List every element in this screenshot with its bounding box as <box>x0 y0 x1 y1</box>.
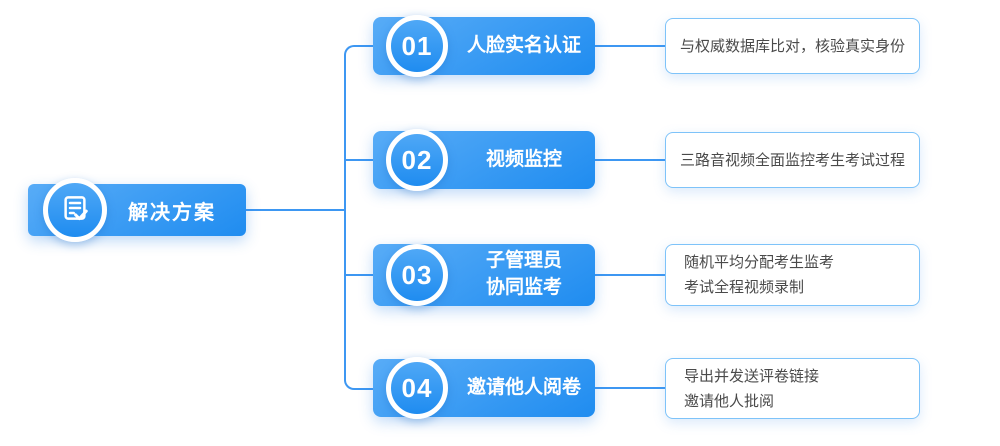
step-title: 邀请他人阅卷 <box>466 376 581 398</box>
connector-step-03-to-card <box>595 274 665 276</box>
step-number: 04 <box>401 372 433 403</box>
step-number: 02 <box>401 144 433 175</box>
desc-line: 邀请他人批阅 <box>684 392 775 410</box>
step-number-badge-02: 02 <box>386 129 448 191</box>
root-node-circle <box>43 178 107 242</box>
step-title: 视频监控 <box>485 148 562 170</box>
connector-root-to-trunk <box>246 209 346 211</box>
connector-step-02-to-card <box>595 159 665 161</box>
step-title: 协同监考 <box>485 277 562 298</box>
step-desc-card-02: 三路音视频全面监控考生考试过程 <box>665 132 920 188</box>
connector-trunk <box>344 45 374 390</box>
step-number: 03 <box>401 259 433 290</box>
step-desc-card-01: 与权威数据库比对，核验真实身份 <box>665 18 920 74</box>
step-number: 01 <box>401 30 433 61</box>
connector-branch-step-02 <box>345 159 374 161</box>
desc-line: 与权威数据库比对，核验真实身份 <box>679 37 905 55</box>
step-title: 子管理员 <box>485 250 562 272</box>
desc-line: 三路音视频全面监控考生考试过程 <box>679 151 905 169</box>
connector-step-04-to-card <box>595 387 665 389</box>
step-number-badge-03: 03 <box>386 244 448 306</box>
connector-step-01-to-card <box>595 45 665 47</box>
step-number-badge-04: 04 <box>386 357 448 419</box>
step-desc-card-04: 导出并发送评卷链接 邀请他人批阅 <box>665 358 920 419</box>
desc-line: 导出并发送评卷链接 <box>684 367 820 385</box>
root-node-label: 解决方案 <box>128 201 216 224</box>
connector-branch-step-03 <box>345 274 374 276</box>
step-number-badge-01: 01 <box>386 15 448 77</box>
desc-line: 考试全程视频录制 <box>684 279 805 296</box>
desc-line: 随机平均分配考生监考 <box>684 254 835 271</box>
step-title: 人脸实名认证 <box>466 34 581 56</box>
document-check-icon <box>60 193 90 228</box>
step-desc-card-03: 随机平均分配考生监考 考试全程视频录制 <box>665 244 920 306</box>
